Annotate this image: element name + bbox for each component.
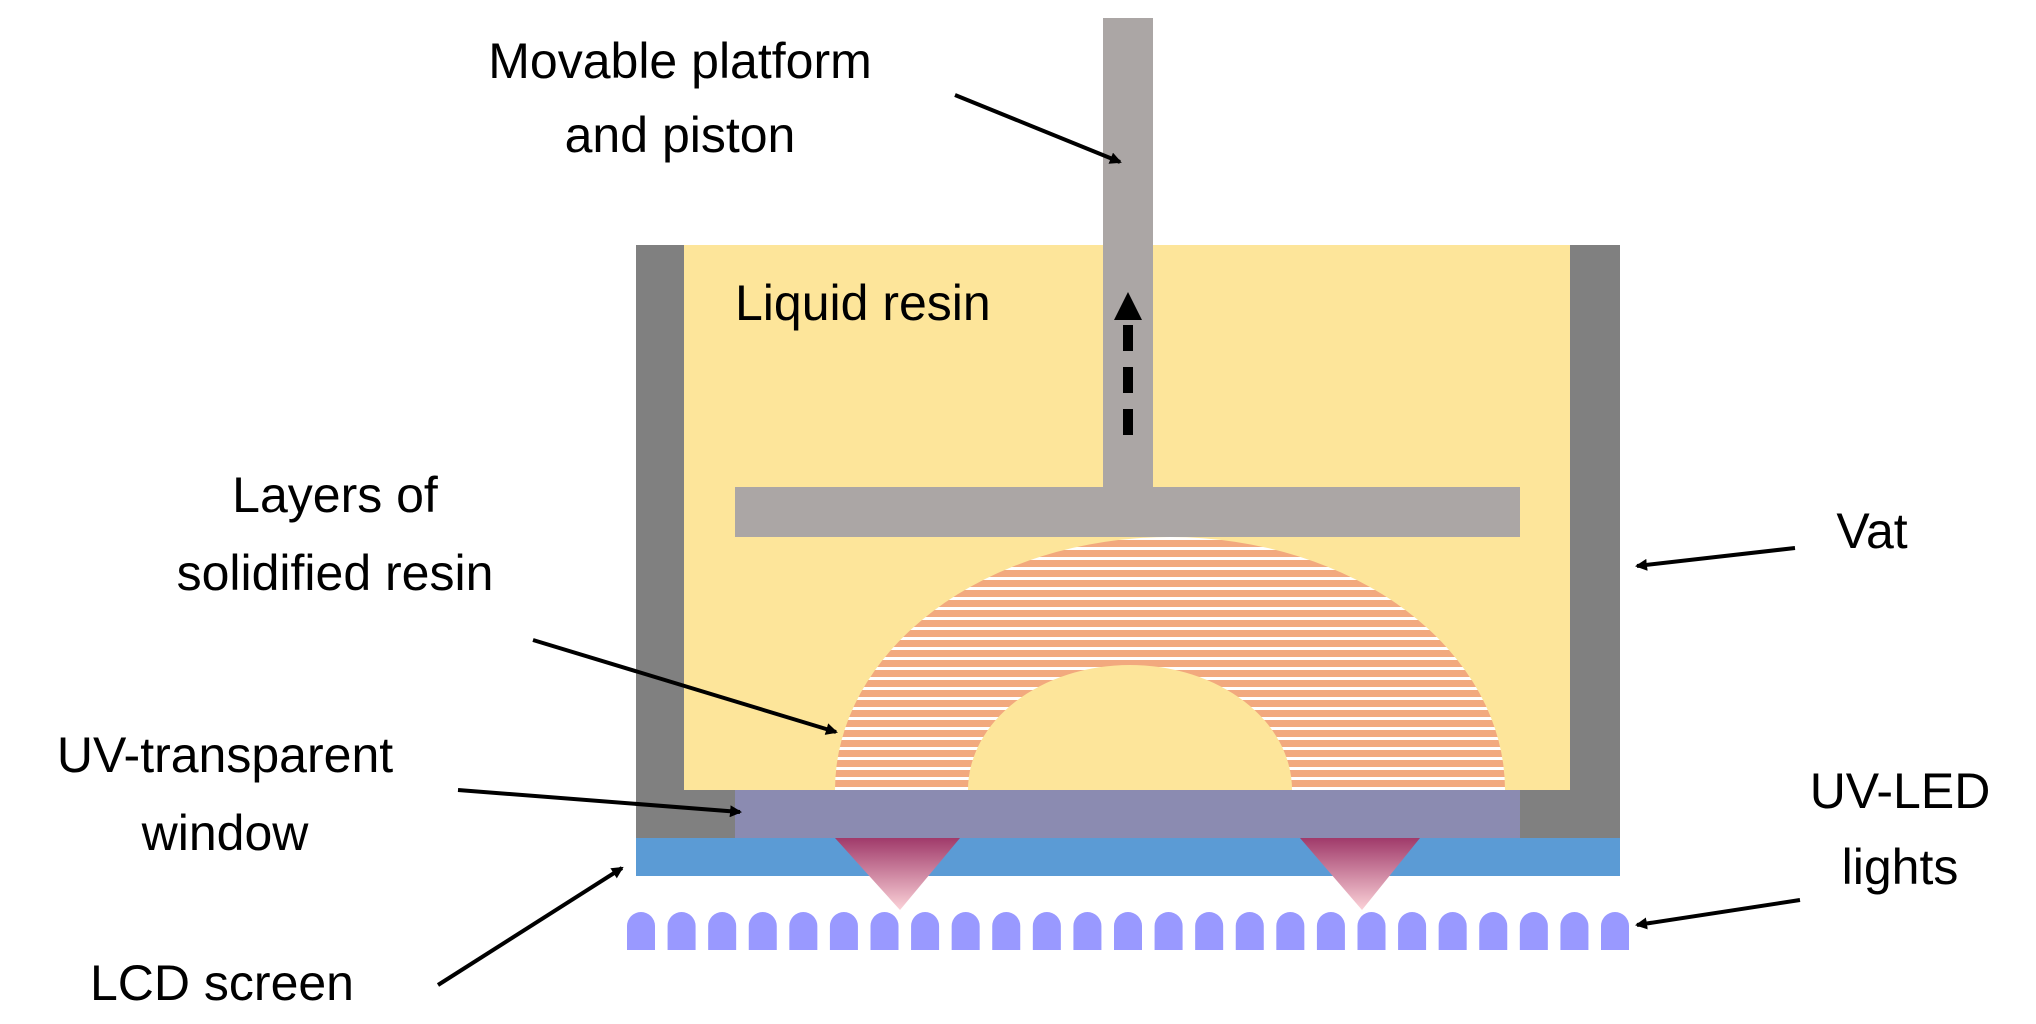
uv-led: [1032, 912, 1061, 950]
arrow-lcd: [436, 866, 624, 987]
uv-transparent-window: [735, 790, 1520, 838]
uv-led: [1479, 912, 1508, 950]
label-window-line1: UV-transparent: [57, 727, 393, 783]
arrow-window: [457, 788, 742, 818]
arrow-layers: [532, 638, 838, 735]
vat-bottom-left: [636, 790, 736, 838]
label-uv-led-line1: UV-LED: [1810, 763, 1991, 819]
arrow-platform: [954, 93, 1122, 164]
uv-led: [1114, 912, 1142, 950]
upward-motion-arrow: [1114, 292, 1142, 435]
lcd-screen: [636, 838, 1620, 876]
uv-led: [1235, 912, 1264, 950]
uv-led: [1519, 912, 1548, 950]
uv-beam-right: [1300, 838, 1420, 910]
label-layers-line2: solidified resin: [177, 545, 494, 601]
arrow-vat: [1635, 546, 1796, 571]
uv-led: [1560, 912, 1589, 950]
label-liquid-resin: Liquid resin: [735, 275, 991, 331]
vat-left-wall: [636, 245, 684, 838]
uv-led: [992, 912, 1021, 950]
uv-led-array: [627, 912, 1629, 950]
uv-led: [870, 912, 899, 950]
uv-led: [789, 912, 818, 950]
label-window-line2: window: [141, 805, 310, 861]
uv-led: [1438, 912, 1467, 950]
label-uv-led-line2: lights: [1842, 839, 1959, 895]
uv-led: [627, 912, 655, 950]
uv-led: [1316, 912, 1345, 950]
label-lcd-screen: LCD screen: [90, 955, 354, 1011]
uv-led: [708, 912, 737, 950]
uv-led: [1154, 912, 1183, 950]
uv-led: [951, 912, 980, 950]
uv-led: [911, 912, 940, 950]
vat-bottom-right: [1520, 790, 1620, 838]
uv-led: [1276, 912, 1305, 950]
label-platform-line2: and piston: [565, 107, 796, 163]
uv-led: [748, 912, 777, 950]
vat-right-wall: [1570, 245, 1620, 838]
uv-led: [1601, 912, 1629, 950]
uv-led: [1357, 912, 1386, 950]
uv-led: [1398, 912, 1427, 950]
uv-beam-left: [835, 838, 960, 910]
uv-led: [1195, 912, 1224, 950]
label-platform-line1: Movable platform: [488, 33, 872, 89]
uv-led: [1073, 912, 1102, 950]
uv-led: [829, 912, 858, 950]
label-vat: Vat: [1836, 503, 1907, 559]
arrow-uv-led: [1635, 898, 1801, 930]
movable-platform: [735, 487, 1520, 537]
uv-led: [667, 912, 696, 950]
label-layers-line1: Layers of: [232, 467, 438, 523]
